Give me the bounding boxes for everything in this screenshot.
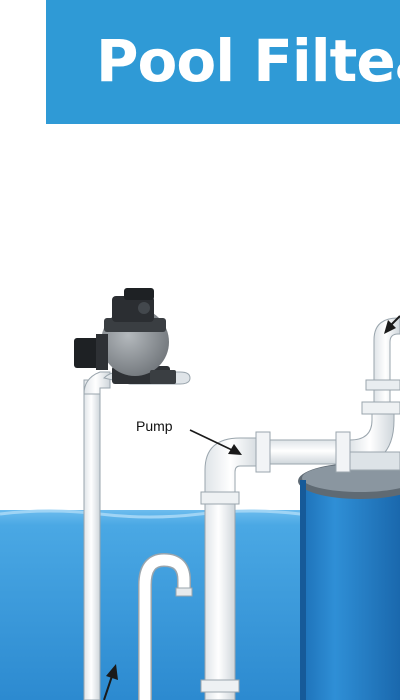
- pump-callout-arrow: [189, 429, 242, 455]
- pump-label: Pump: [136, 418, 173, 434]
- skimmer-suction-pipe: [138, 552, 193, 700]
- multiport-valve: [74, 288, 191, 385]
- title-banner: Pool Filtea: [46, 0, 400, 124]
- valve-handle: [124, 288, 154, 300]
- flow-arrow-bottom: [103, 664, 118, 700]
- filter-tank: [298, 463, 400, 700]
- filter-inlet-pipe: [255, 431, 351, 473]
- page-title: Pool Filtea: [96, 27, 400, 95]
- flow-arrow-top: [384, 315, 400, 334]
- return-pipe-left: [83, 371, 111, 700]
- filter-top-plumbing: [349, 317, 400, 471]
- pump-outlet-pipe: [200, 437, 263, 700]
